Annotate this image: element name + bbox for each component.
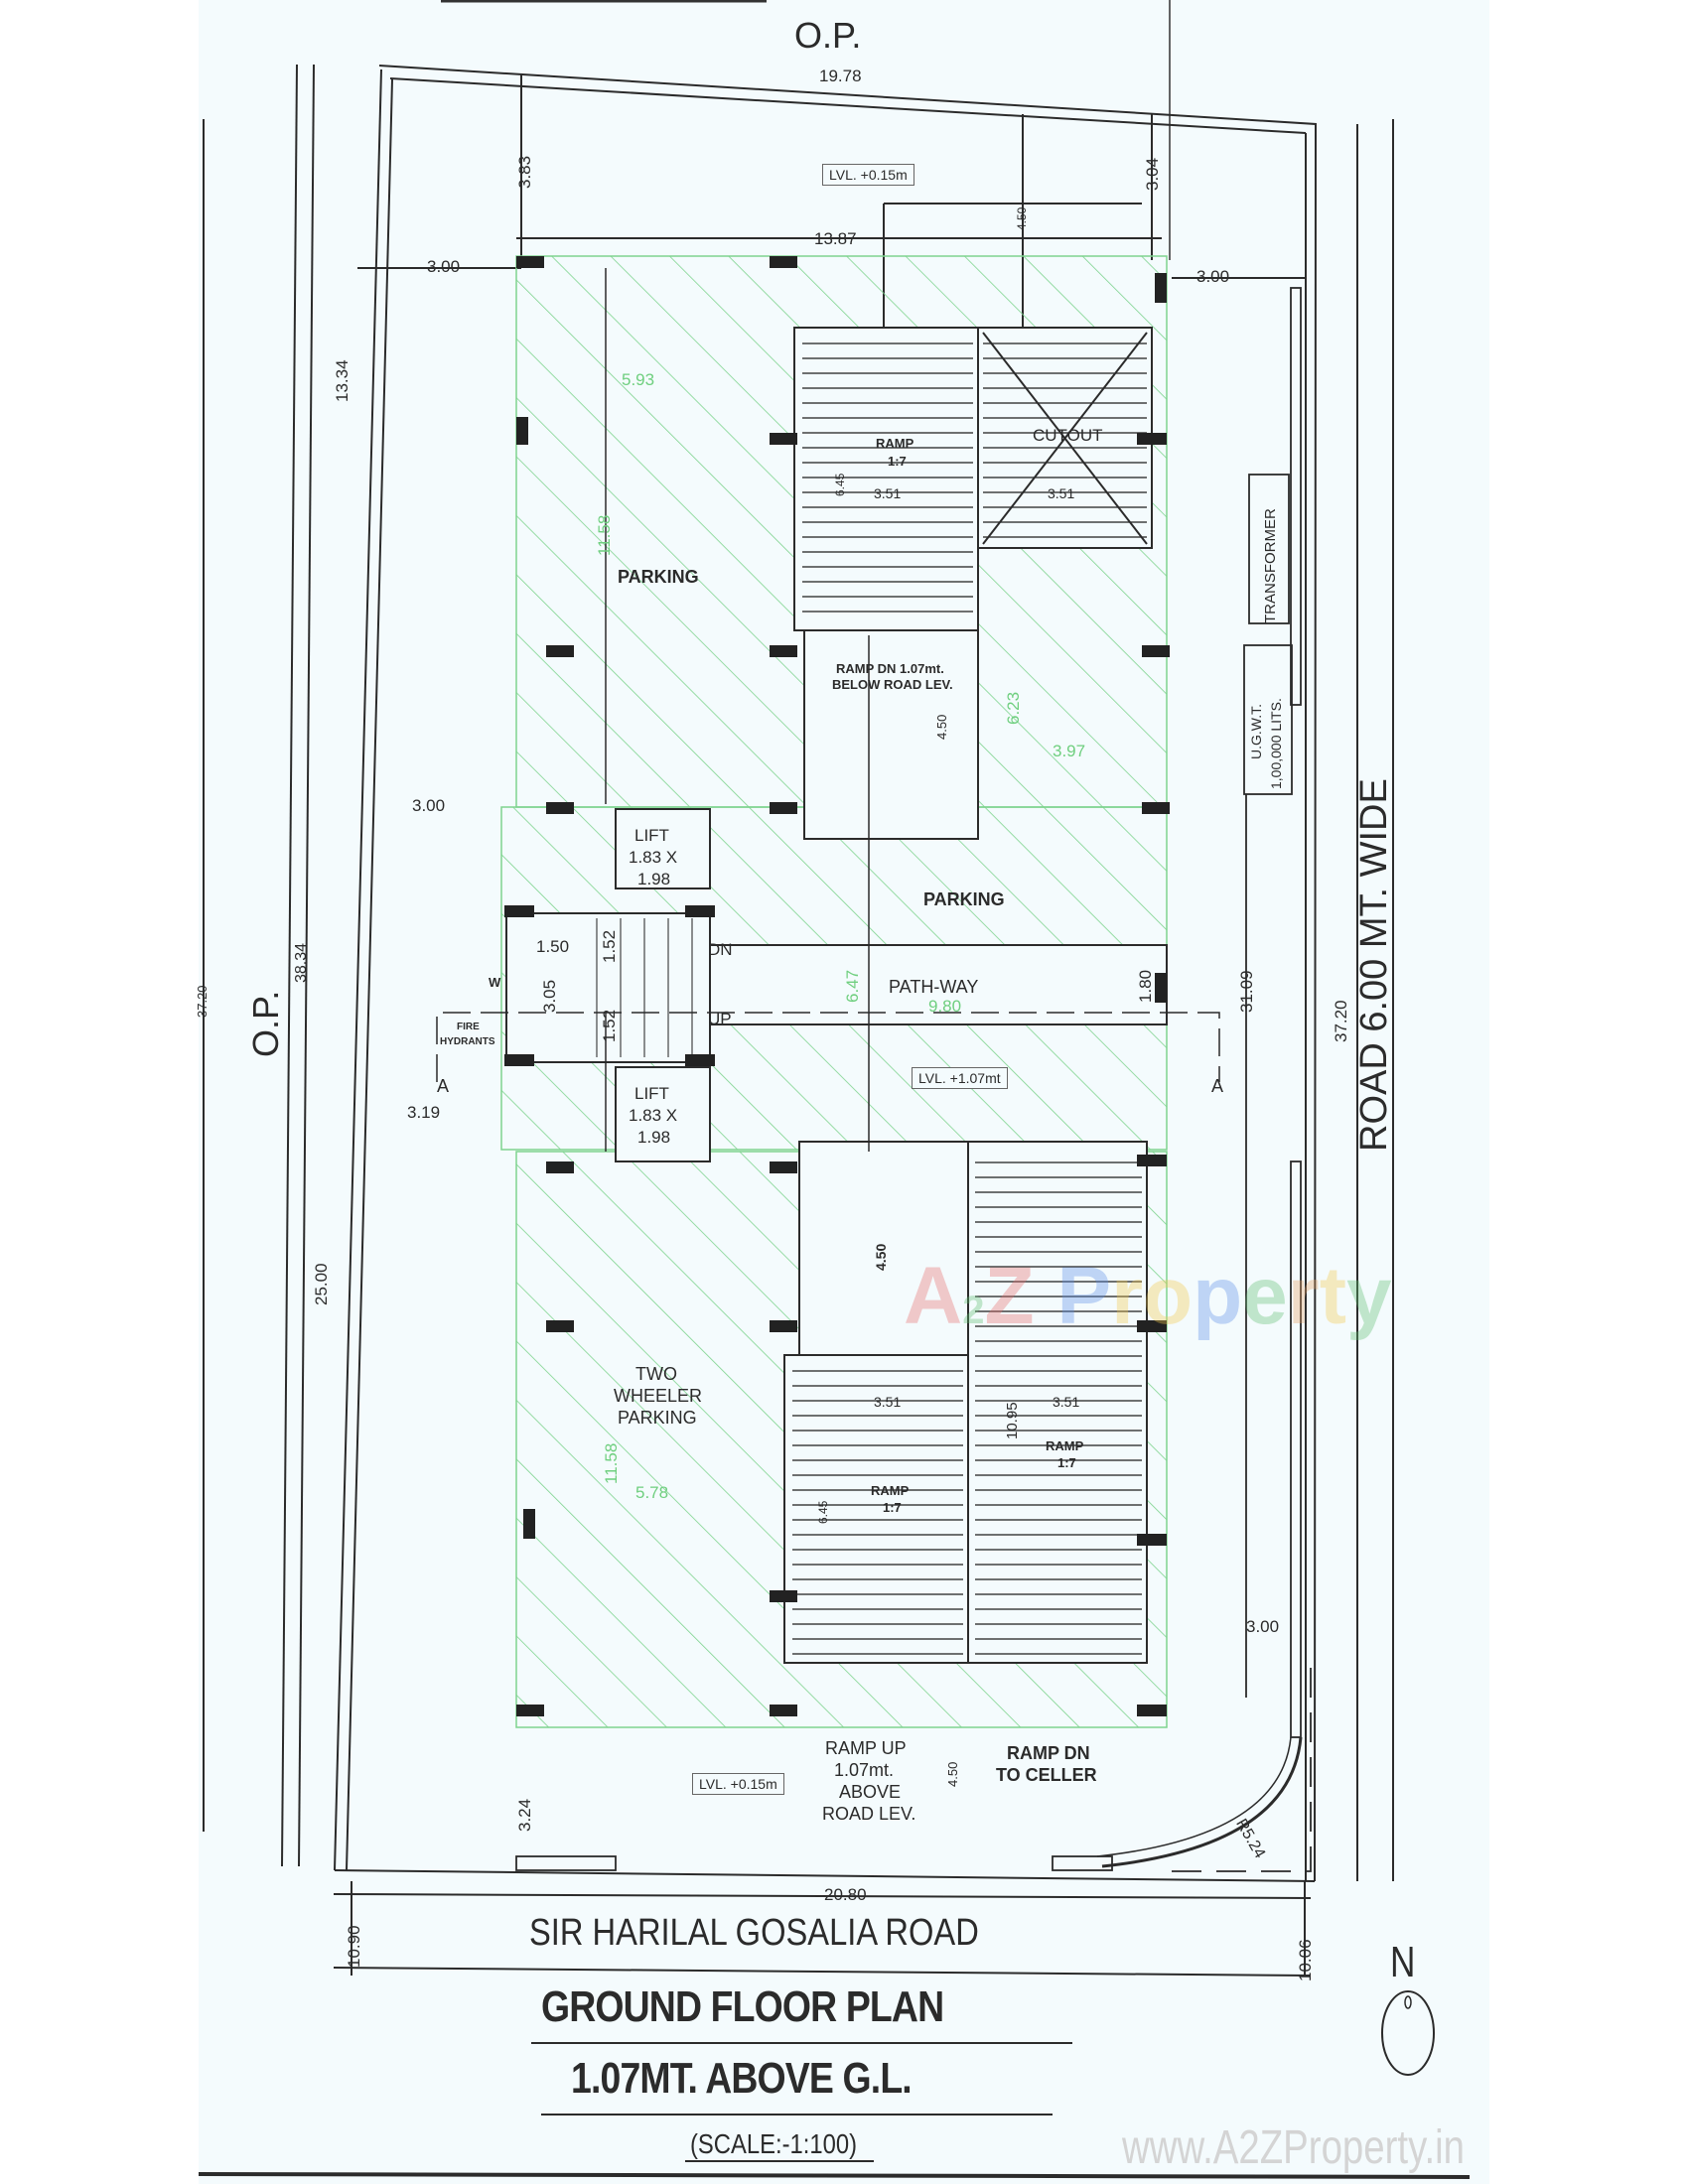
- dim-lower-ramp-h: 6.45: [816, 1500, 830, 1524]
- dim-central-h: 6.47: [843, 969, 862, 1003]
- fire-label: FIRE: [457, 1022, 480, 1032]
- dim-left-3-19: 3.19: [407, 1103, 441, 1122]
- dim-lower-ramp-gap: 4.50: [873, 1243, 889, 1271]
- ramp-br-label: RAMP: [1046, 1438, 1084, 1453]
- level-bottom: LVL. +0.15m: [692, 1773, 784, 1795]
- dim-right-3-00-top: 3.00: [1196, 267, 1230, 286]
- ugwt-capacity: 1,00,000 LITS.: [1268, 698, 1284, 789]
- dim-pathway-w: 9.80: [928, 997, 962, 1016]
- dim-right-37-20: 37.20: [1332, 1000, 1350, 1042]
- plot-boundary: [203, 64, 1394, 1977]
- dim-right-10-06: 10.06: [1296, 1939, 1315, 1981]
- lift-lower-depth: 1.98: [637, 1128, 671, 1147]
- dim-lower-ramp-total: 10.95: [1004, 1402, 1021, 1439]
- dim-top-setback: 3.83: [515, 155, 534, 189]
- ramp-celler-line1: RAMP DN: [1007, 1743, 1090, 1763]
- dim-ramp-dn-h: 4.50: [934, 714, 949, 740]
- dim-lower-ramp-w2: 3.51: [1053, 1394, 1080, 1410]
- two-wheeler-line1: TWO: [635, 1364, 677, 1384]
- dim-left-37-20: 37.20: [195, 985, 210, 1018]
- north-label: N: [1390, 1938, 1416, 1986]
- ramp-top-slope: 1:7: [888, 454, 907, 469]
- dim-two-wheeler-w: 5.78: [635, 1483, 669, 1502]
- dim-left-25-00: 25.00: [312, 1263, 331, 1305]
- stair-dn-label: DN: [708, 940, 733, 959]
- section-a-right: A: [1211, 1076, 1224, 1096]
- dim-ramp-side-h: 6.23: [1004, 691, 1023, 725]
- watermark-logo: A2Z Property: [904, 1251, 1392, 1341]
- level-center: LVL. +1.07mt: [912, 1067, 1008, 1089]
- ramp-dn-sub: BELOW ROAD LEV.: [832, 677, 953, 692]
- transformer-label: TRANSFORMER: [1262, 508, 1279, 623]
- room-parking-north: PARKING: [618, 567, 699, 587]
- dim-top-ramp-len: 4.50: [1015, 206, 1029, 230]
- drawing-subtitle: 1.07MT. ABOVE G.L.: [571, 2054, 913, 2103]
- dim-left-38-34: 38.34: [293, 942, 310, 983]
- dim-bottom-ramp-len: 4.50: [945, 1761, 960, 1787]
- ramp-br-slope: 1:7: [1057, 1455, 1076, 1470]
- lift-upper-depth: 1.98: [637, 870, 671, 888]
- window-label: W: [489, 975, 501, 990]
- lift-lower-size: 1.83 X: [629, 1106, 678, 1125]
- dim-bottom-setback: 3.24: [515, 1798, 534, 1832]
- lift-upper-label: LIFT: [634, 826, 669, 845]
- lift-lower-label: LIFT: [634, 1084, 669, 1103]
- cutout-label: CUTOUT: [1033, 426, 1103, 445]
- watermark-url: www.A2ZProperty.in: [1122, 2121, 1465, 2174]
- dim-left-10-90: 10.90: [345, 1925, 363, 1968]
- dim-side-w: 3.97: [1053, 742, 1086, 760]
- dim-stair-flight-1: 1.52: [600, 929, 619, 963]
- lift-upper-size: 1.83 X: [629, 848, 678, 867]
- dim-parking-w: 5.93: [622, 370, 655, 389]
- dim-bottom-width: 20.80: [824, 1885, 867, 1904]
- ramp-up-line4: ROAD LEV.: [822, 1804, 916, 1824]
- drawing-scale: (SCALE:-1:100): [690, 2128, 857, 2159]
- dim-left-13-34: 13.34: [333, 359, 351, 402]
- drawing-title: GROUND FLOOR PLAN: [541, 1982, 944, 2031]
- room-pathway: PATH-WAY: [889, 977, 979, 997]
- room-parking-center: PARKING: [923, 889, 1005, 909]
- structural-columns: [504, 256, 1170, 1716]
- ramp-top-label: RAMP: [876, 436, 914, 451]
- stair-up-label: UP: [708, 1010, 732, 1028]
- dim-lower-ramp-w1: 3.51: [874, 1394, 902, 1410]
- level-top: LVL. +0.15m: [822, 164, 914, 186]
- road-right-label: ROAD 6.00 MT. WIDE: [1353, 778, 1395, 1152]
- dim-right-31-09: 31.09: [1237, 970, 1256, 1013]
- dim-top-width: 19.78: [819, 67, 862, 85]
- dim-ramp-top-w: 3.51: [874, 485, 902, 501]
- dim-pathway-h: 1.80: [1136, 969, 1155, 1003]
- dim-parking-h: 11.58: [595, 514, 614, 556]
- two-wheeler-line3: PARKING: [618, 1408, 697, 1428]
- road-bottom-label: SIR HARILAL GOSALIA ROAD: [529, 1912, 979, 1954]
- op-top-label: O.P.: [794, 15, 862, 56]
- dim-left-3-00-mid: 3.00: [412, 796, 446, 815]
- fire-hydrants-label: HYDRANTS: [440, 1036, 495, 1047]
- ramp-up-line3: ABOVE: [839, 1782, 902, 1802]
- ramp-bl-slope: 1:7: [883, 1500, 902, 1515]
- dim-right-3-00-bottom: 3.00: [1246, 1617, 1280, 1636]
- ramp-dn-label: RAMP DN 1.07mt.: [836, 661, 944, 676]
- ramp-bl-label: RAMP: [871, 1483, 910, 1498]
- dim-stair-w: 1.50: [536, 937, 570, 956]
- dim-cutout-w: 3.51: [1048, 485, 1075, 501]
- section-a-left: A: [437, 1076, 450, 1096]
- dim-inner-width: 13.87: [814, 229, 857, 248]
- ramp-up-line1: RAMP UP: [825, 1738, 907, 1758]
- op-left-label: O.P.: [245, 990, 286, 1057]
- north-arrow-circle: [1381, 1990, 1435, 2076]
- ramp-celler-line2: TO CELLER: [996, 1765, 1097, 1785]
- dim-left-3-00-top: 3.00: [427, 257, 461, 276]
- dim-stair-flight-2: 1.52: [600, 1009, 619, 1042]
- dim-ramp-top-h: 6.45: [833, 473, 847, 496]
- dim-top-right-setback: 3.04: [1143, 157, 1162, 191]
- dim-two-wheeler-h: 11.58: [602, 1442, 621, 1484]
- dim-stair-h: 3.05: [540, 979, 559, 1013]
- ugwt-label: U.G.W.T.: [1248, 704, 1264, 759]
- two-wheeler-line2: WHEELER: [614, 1386, 703, 1406]
- ramp-up-line2: 1.07mt.: [834, 1760, 895, 1780]
